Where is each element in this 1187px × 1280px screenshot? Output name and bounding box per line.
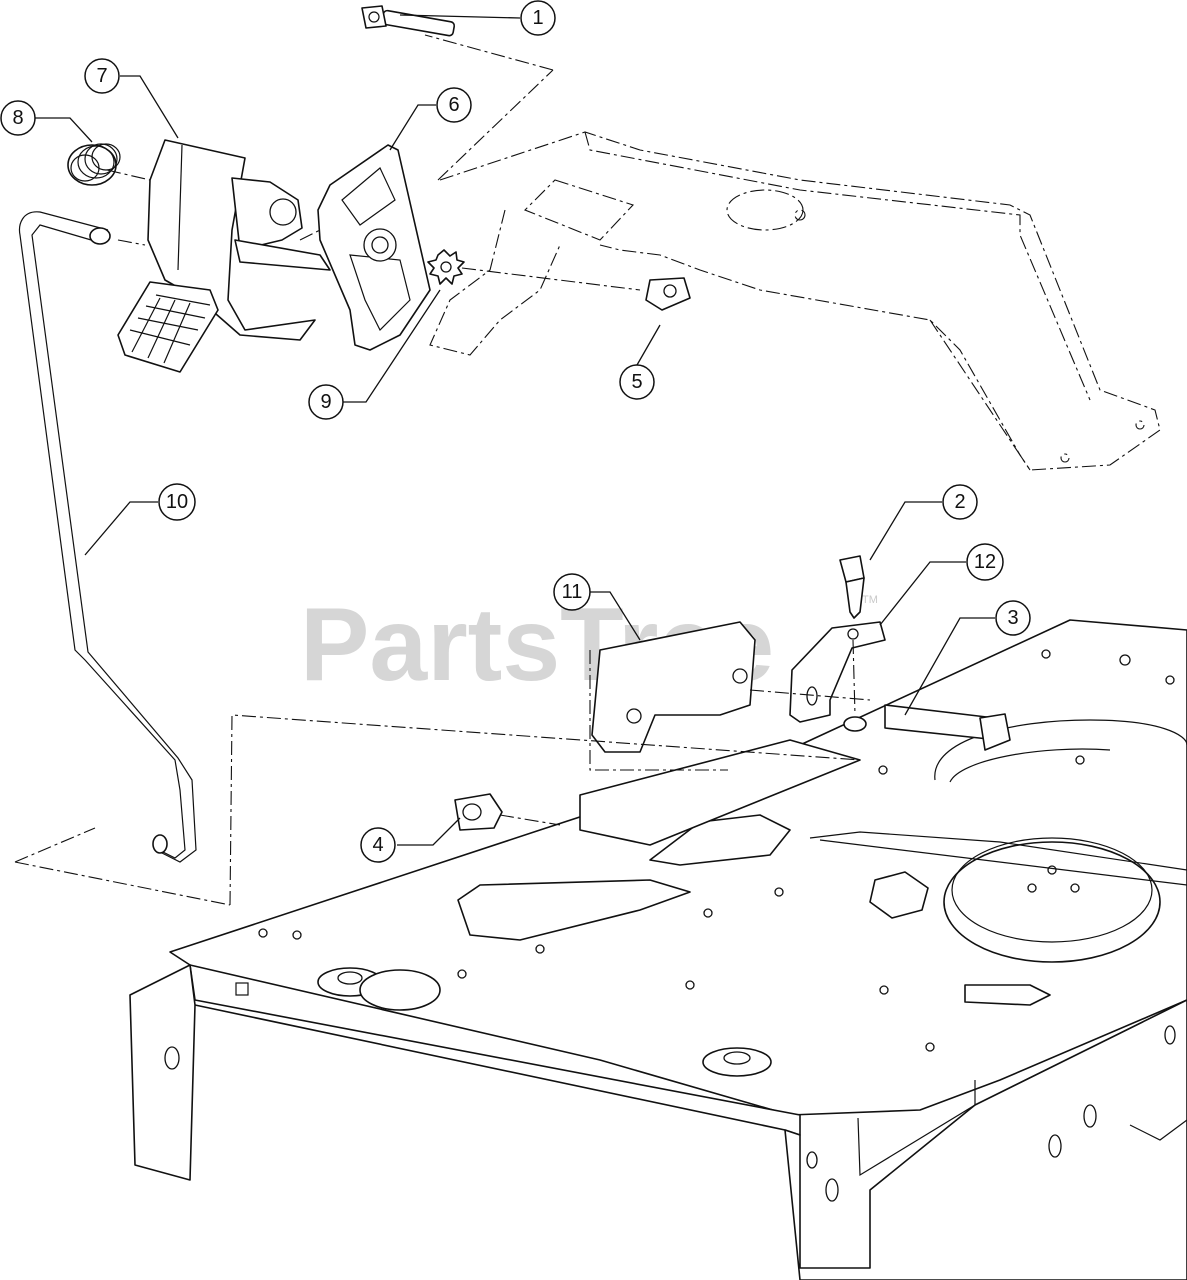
callout-2: 2 (942, 484, 978, 520)
callout-9: 9 (308, 384, 344, 420)
callout-11: 11 (553, 573, 591, 611)
part-9-star-washer (427, 249, 465, 285)
part-11-pivot-arm (589, 621, 756, 771)
part-5-nut-plate (645, 277, 691, 311)
part-3-clevis-pin (884, 704, 1011, 751)
callout-7-label: 7 (96, 65, 107, 87)
callout-1-label: 1 (532, 7, 543, 29)
callout-5-label: 5 (631, 371, 642, 393)
part-4-flange-nut (454, 793, 503, 831)
callout-5: 5 (619, 364, 655, 400)
callout-7: 7 (84, 58, 120, 94)
callout-3: 3 (995, 600, 1031, 636)
callout-12-label: 12 (974, 551, 996, 573)
part-2-screw (839, 555, 865, 619)
callout-2-label: 2 (954, 491, 965, 513)
upper-mounting-bracket (424, 34, 1161, 471)
callout-6-label: 6 (448, 94, 459, 116)
callout-4-label: 4 (372, 834, 383, 856)
part-8-spring (67, 143, 121, 186)
callout-8-label: 8 (12, 107, 23, 129)
watermark-trademark: TM (862, 594, 878, 606)
callout-4: 4 (360, 827, 396, 863)
callout-9-label: 9 (320, 391, 331, 413)
callout-3-label: 3 (1007, 607, 1018, 629)
callout-11-label: 11 (562, 581, 583, 603)
callout-12: 12 (966, 543, 1004, 581)
part-6-detent-plate (317, 144, 431, 351)
part-7-lever-housing (117, 139, 331, 373)
callout-8: 8 (0, 100, 36, 136)
part-10-shift-rod (14, 211, 231, 906)
part-1-shoulder-bolt (361, 5, 456, 37)
callout-6: 6 (436, 87, 472, 123)
callout-10: 10 (158, 483, 196, 521)
callout-1: 1 (520, 0, 556, 36)
part-12-angle-bracket (789, 621, 886, 732)
callout-leaders (35, 14, 995, 846)
assembly-lines (106, 169, 871, 906)
callout-10-label: 10 (166, 491, 188, 513)
main-frame-deck (129, 619, 1187, 1280)
